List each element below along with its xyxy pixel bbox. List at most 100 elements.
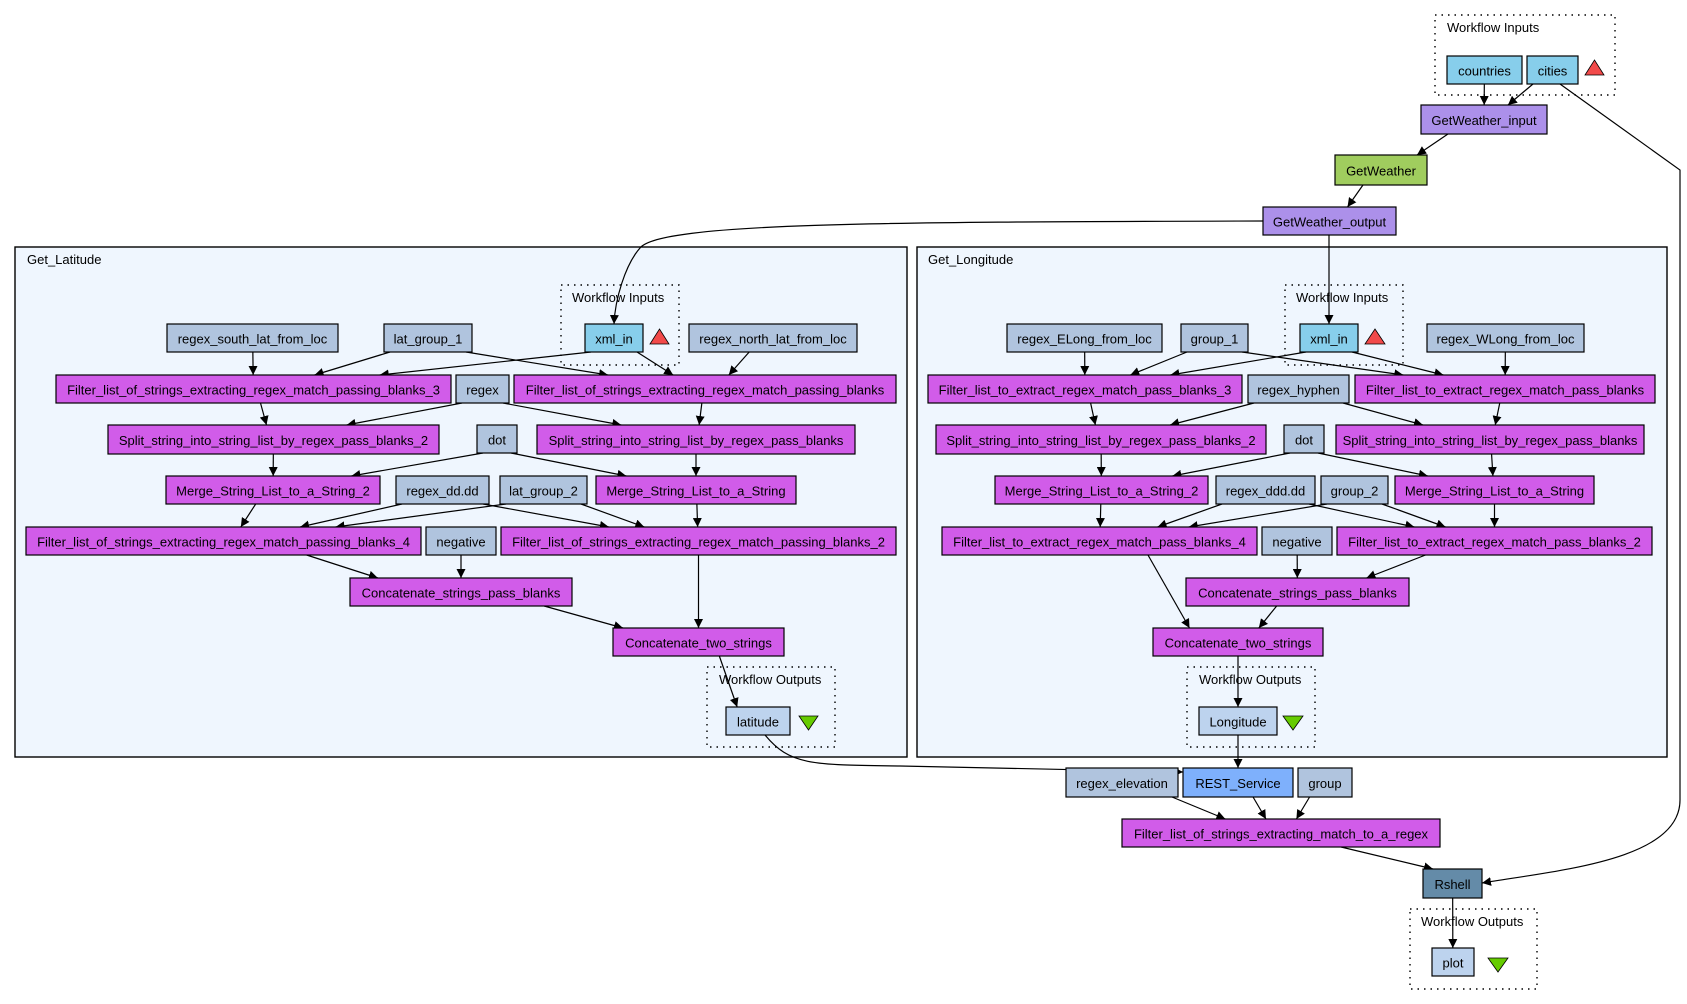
node-box[interactable] <box>166 323 339 353</box>
node-lon-xml-in[interactable]: xml_in <box>1299 323 1359 353</box>
node-box[interactable] <box>1336 526 1653 556</box>
node-lat-negative[interactable]: negative <box>425 526 497 556</box>
node-box[interactable] <box>1526 55 1579 85</box>
node-getweather-input[interactable]: GetWeather_input <box>1420 104 1548 135</box>
node-box[interactable] <box>25 526 422 556</box>
node-lat-regex-south[interactable]: regex_south_lat_from_loc <box>166 323 339 353</box>
node-box[interactable] <box>349 577 573 607</box>
node-box[interactable] <box>1446 55 1523 85</box>
node-box[interactable] <box>1198 706 1278 736</box>
node-box[interactable] <box>107 424 440 455</box>
node-lon-merge-2[interactable]: Merge_String_List_to_a_String_2 <box>994 475 1209 505</box>
node-box[interactable] <box>1215 475 1316 505</box>
node-rest-service[interactable]: REST_Service <box>1182 767 1294 798</box>
node-lat-merge-2[interactable]: Merge_String_List_to_a_String_2 <box>165 475 381 505</box>
node-lon-dot[interactable]: dot <box>1283 424 1325 454</box>
node-box[interactable] <box>1262 206 1397 236</box>
node-box[interactable] <box>499 475 588 505</box>
node-lat-regex[interactable]: regex <box>455 374 510 404</box>
node-lon-concat-two[interactable]: Concatenate_two_strings <box>1152 627 1324 657</box>
node-lon-regex-elong[interactable]: regex_ELong_from_loc <box>1006 323 1163 353</box>
node-box[interactable] <box>165 475 381 505</box>
node-box[interactable] <box>1152 627 1324 657</box>
node-box[interactable] <box>1065 767 1179 798</box>
node-box[interactable] <box>500 526 897 556</box>
node-rshell[interactable]: Rshell <box>1422 868 1483 899</box>
node-filter-match[interactable]: Filter_list_of_strings_extracting_match_… <box>1121 818 1441 848</box>
node-box[interactable] <box>55 374 452 404</box>
node-lon-regex-wlong[interactable]: regex_WLong_from_loc <box>1426 323 1585 353</box>
node-lat-regex-dd[interactable]: regex_dd.dd <box>395 475 490 505</box>
node-box[interactable] <box>1431 947 1475 977</box>
node-lon-regex-hyphen[interactable]: regex_hyphen <box>1247 374 1350 404</box>
node-box[interactable] <box>1422 868 1483 899</box>
node-lat-filter-3[interactable]: Filter_list_of_strings_extracting_regex_… <box>55 374 452 404</box>
node-lat-concat-two[interactable]: Concatenate_two_strings <box>612 627 785 657</box>
node-box[interactable] <box>1394 475 1595 505</box>
node-plot[interactable]: plot <box>1431 947 1475 977</box>
node-longitude[interactable]: Longitude <box>1198 706 1278 736</box>
node-box[interactable] <box>725 706 791 736</box>
node-lon-filter[interactable]: Filter_list_to_extract_regex_match_pass_… <box>1354 374 1656 404</box>
node-lon-group-2[interactable]: group_2 <box>1320 475 1389 505</box>
node-lat-merge[interactable]: Merge_String_List_to_a_String <box>595 475 797 505</box>
node-lat-filter-4[interactable]: Filter_list_of_strings_extracting_regex_… <box>25 526 422 556</box>
node-lon-split[interactable]: Split_string_into_string_list_by_regex_p… <box>1335 424 1645 455</box>
node-lon-split-2[interactable]: Split_string_into_string_list_by_regex_p… <box>935 424 1267 455</box>
node-lat-dot[interactable]: dot <box>476 424 518 454</box>
node-lat-split-2[interactable]: Split_string_into_string_list_by_regex_p… <box>107 424 440 455</box>
node-countries[interactable]: countries <box>1446 55 1523 85</box>
node-box[interactable] <box>1335 424 1645 455</box>
node-latitude[interactable]: latitude <box>725 706 791 736</box>
node-lat-split[interactable]: Split_string_into_string_list_by_regex_p… <box>536 424 856 455</box>
node-box[interactable] <box>994 475 1209 505</box>
node-cities[interactable]: cities <box>1526 55 1579 85</box>
node-lon-concat-blanks[interactable]: Concatenate_strings_pass_blanks <box>1185 577 1410 607</box>
node-box[interactable] <box>425 526 497 556</box>
node-box[interactable] <box>688 323 858 353</box>
node-box[interactable] <box>1261 526 1333 556</box>
node-box[interactable] <box>1180 323 1249 353</box>
node-group[interactable]: group <box>1297 767 1353 798</box>
node-box[interactable] <box>1297 767 1353 798</box>
node-box[interactable] <box>935 424 1267 455</box>
node-lon-regex-ddd[interactable]: regex_ddd.dd <box>1215 475 1316 505</box>
node-box[interactable] <box>612 627 785 657</box>
node-lat-filter-2[interactable]: Filter_list_of_strings_extracting_regex_… <box>500 526 897 556</box>
node-box[interactable] <box>536 424 856 455</box>
node-lat-group-2[interactable]: lat_group_2 <box>499 475 588 505</box>
node-box[interactable] <box>383 323 473 353</box>
node-box[interactable] <box>1320 475 1389 505</box>
node-box[interactable] <box>941 526 1258 556</box>
node-box[interactable] <box>595 475 797 505</box>
node-box[interactable] <box>1426 323 1585 353</box>
node-lat-group-1[interactable]: lat_group_1 <box>383 323 473 353</box>
node-lat-filter[interactable]: Filter_list_of_strings_extracting_regex_… <box>513 374 897 404</box>
node-lat-regex-north[interactable]: regex_north_lat_from_loc <box>688 323 858 353</box>
node-lon-group-1[interactable]: group_1 <box>1180 323 1249 353</box>
node-box[interactable] <box>1182 767 1294 798</box>
node-box[interactable] <box>1185 577 1410 607</box>
node-box[interactable] <box>455 374 510 404</box>
node-regex-elevation[interactable]: regex_elevation <box>1065 767 1179 798</box>
node-lon-filter-2[interactable]: Filter_list_to_extract_regex_match_pass_… <box>1336 526 1653 556</box>
node-box[interactable] <box>1354 374 1656 404</box>
node-getweather-output[interactable]: GetWeather_output <box>1262 206 1397 236</box>
node-box[interactable] <box>1006 323 1163 353</box>
node-box[interactable] <box>1121 818 1441 848</box>
node-lat-xml-in[interactable]: xml_in <box>584 323 644 353</box>
node-lon-filter-3[interactable]: Filter_list_to_extract_regex_match_pass_… <box>927 374 1243 404</box>
node-lon-filter-4[interactable]: Filter_list_to_extract_regex_match_pass_… <box>941 526 1258 556</box>
node-box[interactable] <box>1299 323 1359 353</box>
node-box[interactable] <box>1420 104 1548 135</box>
node-lon-merge[interactable]: Merge_String_List_to_a_String <box>1394 475 1595 505</box>
node-box[interactable] <box>395 475 490 505</box>
node-box[interactable] <box>1283 424 1325 454</box>
node-getweather[interactable]: GetWeather <box>1334 154 1428 186</box>
node-box[interactable] <box>927 374 1243 404</box>
node-box[interactable] <box>584 323 644 353</box>
node-box[interactable] <box>476 424 518 454</box>
node-box[interactable] <box>513 374 897 404</box>
node-box[interactable] <box>1247 374 1350 404</box>
node-box[interactable] <box>1334 154 1428 186</box>
